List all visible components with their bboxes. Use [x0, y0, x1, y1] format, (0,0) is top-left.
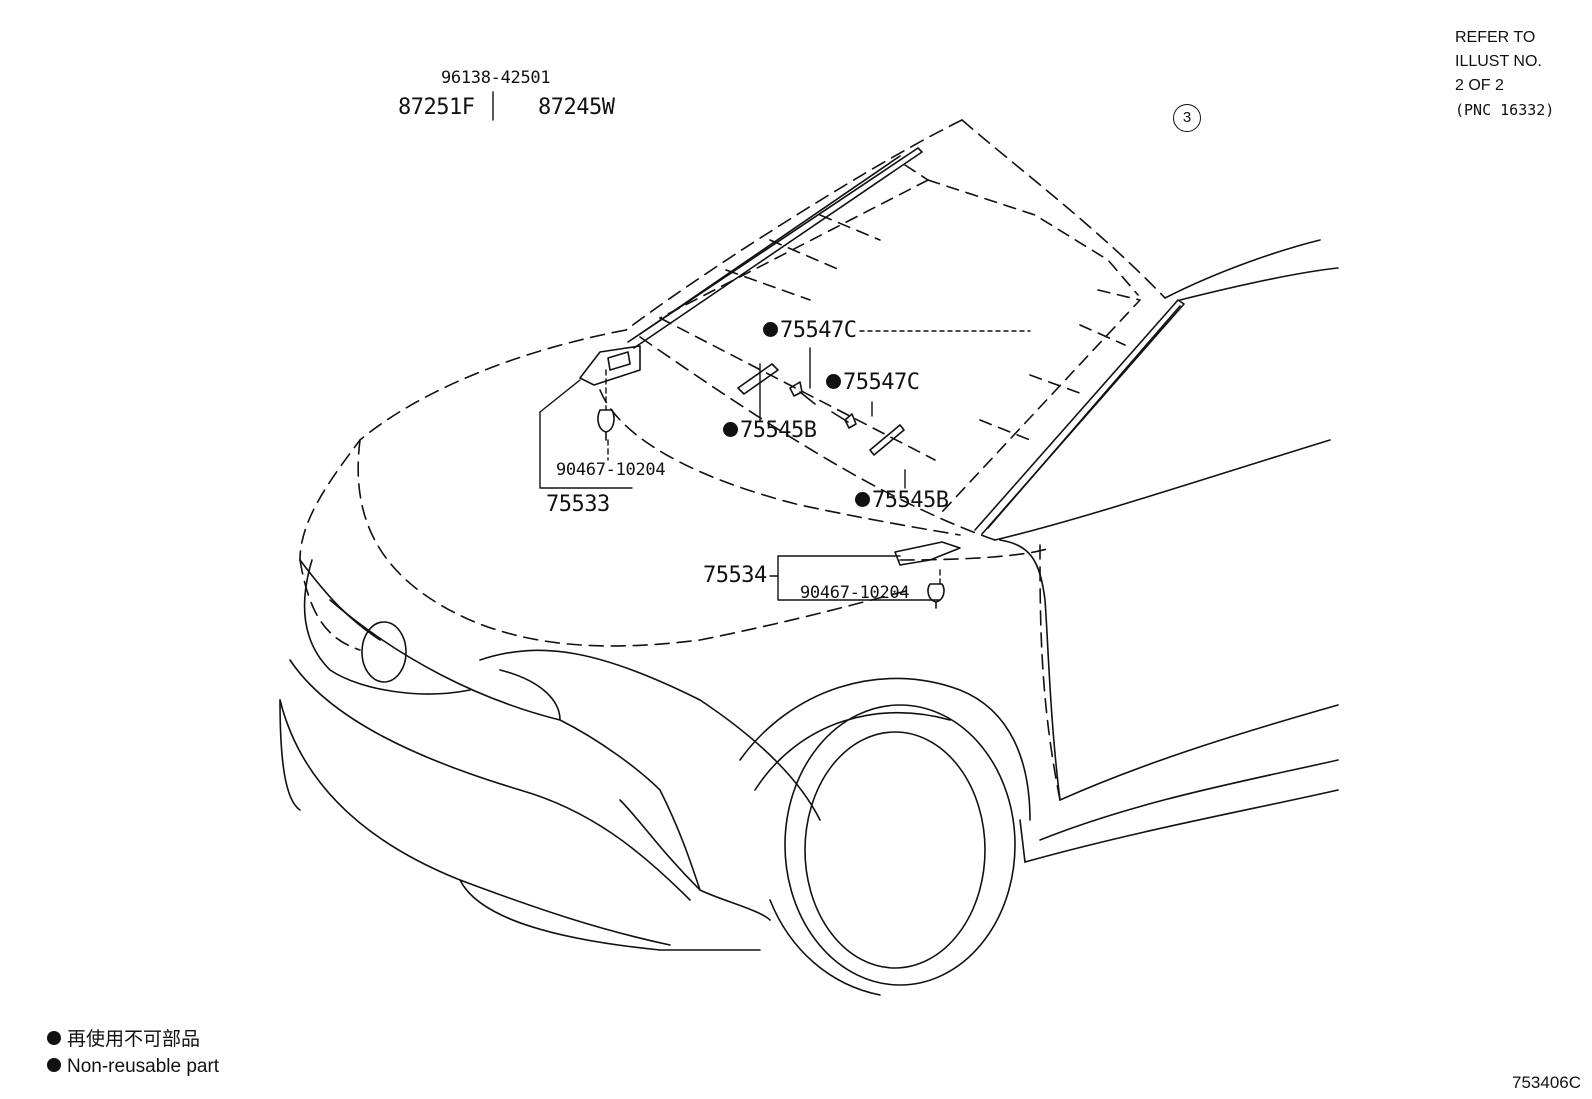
legend-jp: 再使用不可部品 [47, 1030, 200, 1049]
part-87251F: 87251F [398, 95, 475, 120]
callout-75547C-upper: 75547C [763, 320, 857, 342]
clips [597, 363, 945, 609]
left-molding [579, 147, 923, 386]
non-reusable-dot-icon [47, 1030, 61, 1045]
refer-line2: ILLUST NO. [1455, 53, 1542, 70]
legend-en: Non-reusable part [47, 1057, 219, 1076]
non-reusable-dot-icon [47, 1057, 61, 1072]
part-87245W: 87245W [538, 95, 615, 120]
refer-block: REFER TO ILLUST NO. 2 OF 2 (PNC 16332) [1455, 26, 1554, 122]
part-75533: 75533 [546, 492, 610, 517]
part-90467-lower: 90467-10204 [800, 583, 910, 603]
body-lines [279, 239, 1339, 996]
windshield-inner [659, 164, 1141, 513]
windshield-outline [299, 119, 1166, 801]
leader-lines [492, 91, 1031, 601]
refer-line4: (PNC 16332) [1455, 101, 1555, 119]
part-75534: 75534 [703, 563, 767, 588]
right-molding [894, 299, 1185, 566]
non-reusable-dot-icon [763, 321, 778, 337]
callout-75545B-lower: 75545B [855, 490, 949, 512]
non-reusable-dot-icon [723, 421, 738, 437]
part-96138: 96138-42501 [441, 68, 551, 88]
refer-line1: REFER TO [1455, 29, 1536, 46]
circle-ref-marker: 3 [1173, 104, 1201, 132]
callout-75545B-upper: 75545B [723, 420, 817, 442]
non-reusable-dot-icon [826, 373, 841, 389]
refer-line3: 2 OF 2 [1455, 77, 1504, 94]
illustration-id: 753406C [1512, 1073, 1582, 1092]
part-90467-upper: 90467-10204 [556, 460, 666, 480]
non-reusable-dot-icon [855, 491, 870, 507]
callout-75547C-lower: 75547C [826, 372, 920, 394]
